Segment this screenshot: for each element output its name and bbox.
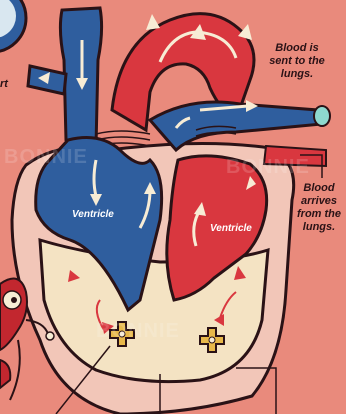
label-right-ventricle: Ventricle — [210, 222, 252, 235]
label-left-ventricle: Ventricle — [72, 208, 114, 221]
partial-circle-icon — [0, 0, 26, 52]
label-blood-from-lungs: Blood arrives from the lungs. — [292, 182, 346, 234]
pulmonary-vein-opening — [314, 106, 330, 126]
watermark: BONNIE — [226, 156, 310, 179]
blood-flow-arrow — [146, 14, 160, 30]
watermark: BONNIE — [4, 146, 88, 169]
watermark: BONNIE — [96, 320, 180, 343]
label-blood-to-lungs: Blood is sent to the lungs. — [260, 42, 334, 81]
partial-left-label: rt — [0, 78, 10, 91]
